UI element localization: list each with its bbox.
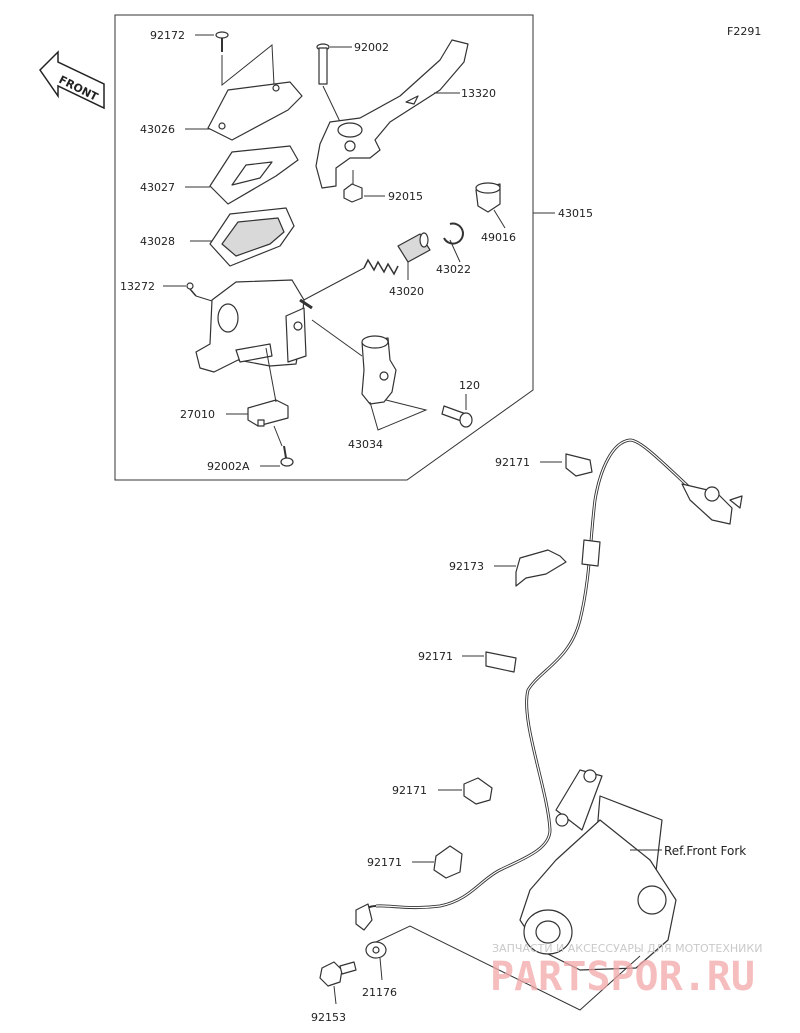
sensor-21176 <box>355 903 387 959</box>
label-27010: 27010 <box>180 408 215 421</box>
screw-92172 <box>215 31 229 52</box>
front-fork <box>519 769 677 971</box>
bracket-92173 <box>515 549 567 587</box>
master-cylinder-body <box>195 279 307 373</box>
front-arrow-icon: FRONT <box>39 50 105 110</box>
screw-92002A <box>280 445 294 467</box>
watermark-tagline: ЗАПЧАСТИ И АКСЕССУАРЫ ДЛЯ МОТОТЕХНИКИ <box>492 942 762 955</box>
label-92153: 92153 <box>311 1011 346 1024</box>
hose-fitting <box>681 483 743 525</box>
reference-front-fork: Ref.Front Fork <box>664 844 746 858</box>
label-92002: 92002 <box>354 41 389 54</box>
label-43015: 43015 <box>558 207 593 220</box>
circlip-43022 <box>443 222 464 245</box>
reservoir-cap-43026 <box>207 81 303 141</box>
clip-92171-lower <box>463 777 493 805</box>
pivot-bolt-92002 <box>316 43 330 85</box>
label-43022: 43022 <box>436 263 471 276</box>
bolt-120 <box>441 405 473 428</box>
screw-13272 <box>186 282 197 297</box>
brake-lever-13320 <box>315 39 469 189</box>
assembly-frame <box>114 14 534 481</box>
label-13320: 13320 <box>461 87 496 100</box>
hose-sleeve <box>581 539 601 567</box>
watermark-logo: PARTSPOR.RU <box>490 954 755 1000</box>
label-120: 120 <box>459 379 480 392</box>
switch-27010 <box>247 399 289 427</box>
label-92173: 92173 <box>449 560 484 573</box>
diagram-code: F2291 <box>727 25 761 38</box>
bolt-92153 <box>319 961 357 987</box>
label-43034: 43034 <box>348 438 383 451</box>
label-43028: 43028 <box>140 235 175 248</box>
label-49016: 49016 <box>481 231 516 244</box>
clip-92171-bottom <box>433 845 463 879</box>
label-43026: 43026 <box>140 123 175 136</box>
label-92171-mid: 92171 <box>418 650 453 663</box>
label-21176: 21176 <box>362 986 397 999</box>
label-43020: 43020 <box>389 285 424 298</box>
label-92015: 92015 <box>388 190 423 203</box>
label-92002A: 92002A <box>207 460 250 473</box>
label-13272: 13272 <box>120 280 155 293</box>
label-92172: 92172 <box>150 29 185 42</box>
piston-43020 <box>363 232 431 276</box>
nut-92015 <box>343 183 363 203</box>
clip-92171-mid <box>485 651 517 673</box>
clip-92171-top <box>565 453 593 477</box>
label-92171-lower: 92171 <box>392 784 427 797</box>
clamp-43034 <box>361 335 397 405</box>
label-92171-top: 92171 <box>495 456 530 469</box>
label-43027: 43027 <box>140 181 175 194</box>
label-92171-bottom: 92171 <box>367 856 402 869</box>
